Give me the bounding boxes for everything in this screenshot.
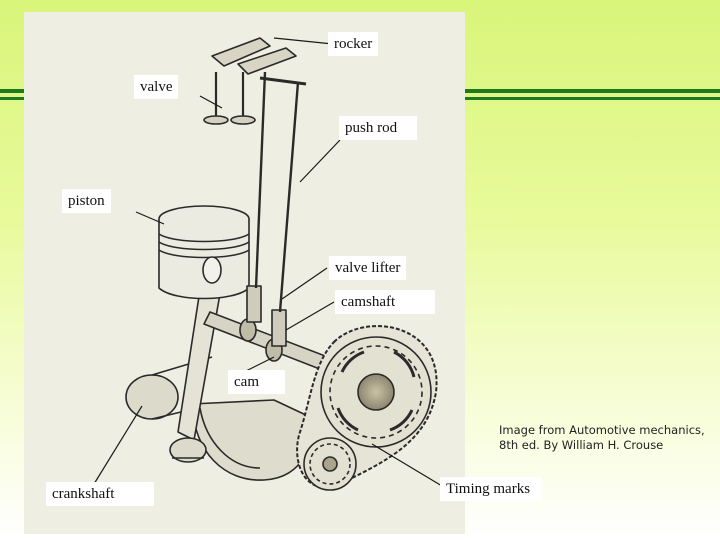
left-stripe-top xyxy=(0,89,24,93)
label-push-rod: push rod xyxy=(339,116,418,140)
leader-lines xyxy=(93,37,443,487)
piston-body xyxy=(158,205,250,300)
push-rods xyxy=(254,71,300,313)
left-stripe-bottom xyxy=(0,97,24,100)
valves-drawing xyxy=(203,72,256,125)
label-camshaft: camshaft xyxy=(335,290,436,314)
right-stripe-top xyxy=(465,89,720,93)
label-piston: piston xyxy=(62,189,111,213)
label-rocker: rocker xyxy=(328,32,379,56)
label-valve: valve xyxy=(134,75,179,99)
engine-valve-train-diagram: rocker valve push rod piston valve lifte… xyxy=(24,12,465,534)
label-cam: cam xyxy=(228,370,285,394)
timing-gear-assembly xyxy=(296,325,438,491)
rocker-arms xyxy=(211,37,307,86)
label-crankshaft: crankshaft xyxy=(46,482,155,506)
valve-train-drawing xyxy=(93,37,443,491)
label-timing-marks: Timing marks xyxy=(440,477,543,501)
crank-throw xyxy=(191,399,312,481)
image-credit: Image from Automotive mechanics, 8th ed.… xyxy=(499,423,705,452)
valve-lifters xyxy=(246,285,287,347)
label-valve-lifter: valve lifter xyxy=(329,256,407,280)
right-stripe-bottom xyxy=(465,97,720,100)
connecting-rod xyxy=(169,289,221,463)
